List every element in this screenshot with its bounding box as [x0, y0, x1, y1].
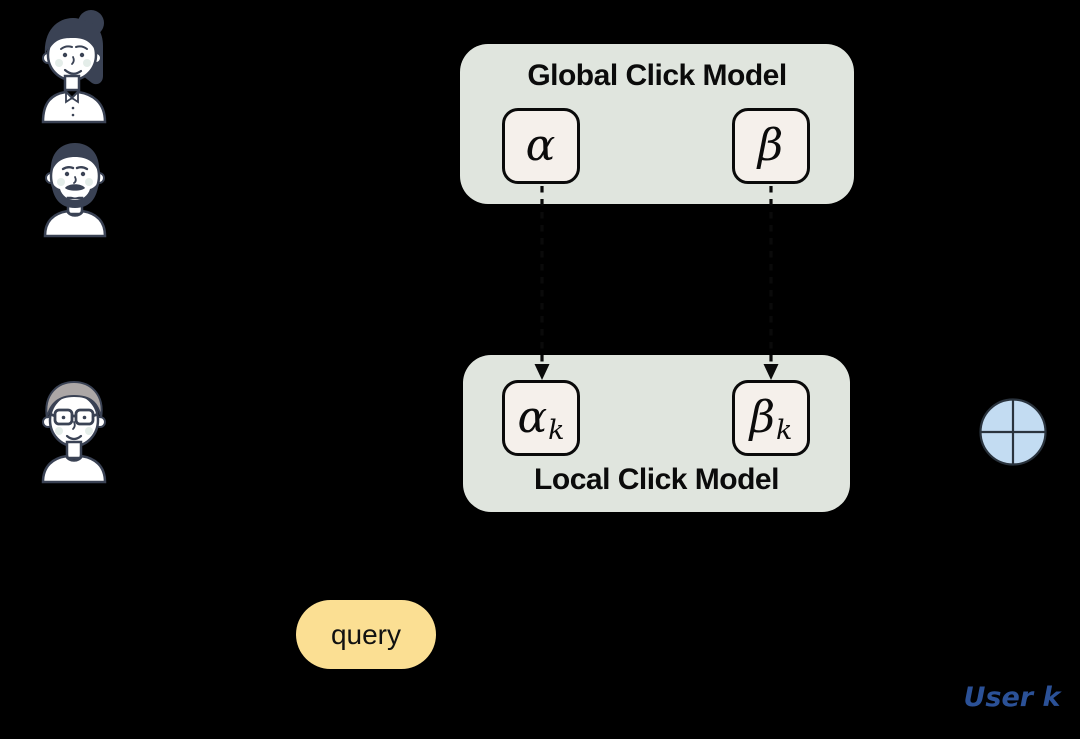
dashed-arrow-alpha — [534, 186, 550, 380]
dashed-arrow-beta — [763, 186, 779, 380]
alpha-glyph: α — [525, 120, 556, 171]
global-click-model-box: Global Click Model α β — [460, 44, 854, 204]
beta-k-glyph: β — [749, 392, 776, 443]
beta-symbol: β — [758, 124, 784, 168]
global-model-title: Global Click Model — [527, 59, 787, 92]
alpha-k-subscript: k — [548, 415, 565, 446]
female-user-icon — [41, 10, 107, 124]
beta-k-subscript: k — [776, 415, 793, 446]
glasses-male-user-icon — [41, 380, 107, 484]
alpha-k-glyph: α — [517, 392, 548, 443]
local-model-title: Local Click Model — [534, 463, 779, 496]
param-box-beta: β — [732, 108, 810, 184]
user-k-label: User k — [963, 682, 1061, 713]
alpha-symbol: α — [526, 124, 557, 168]
query-label: query — [330, 618, 402, 650]
query-pill: query — [296, 600, 436, 669]
param-box-alpha: α — [502, 108, 580, 184]
bearded-male-user-icon — [43, 143, 107, 238]
beta-glyph: β — [757, 120, 784, 171]
circle-plus-icon — [979, 398, 1047, 466]
